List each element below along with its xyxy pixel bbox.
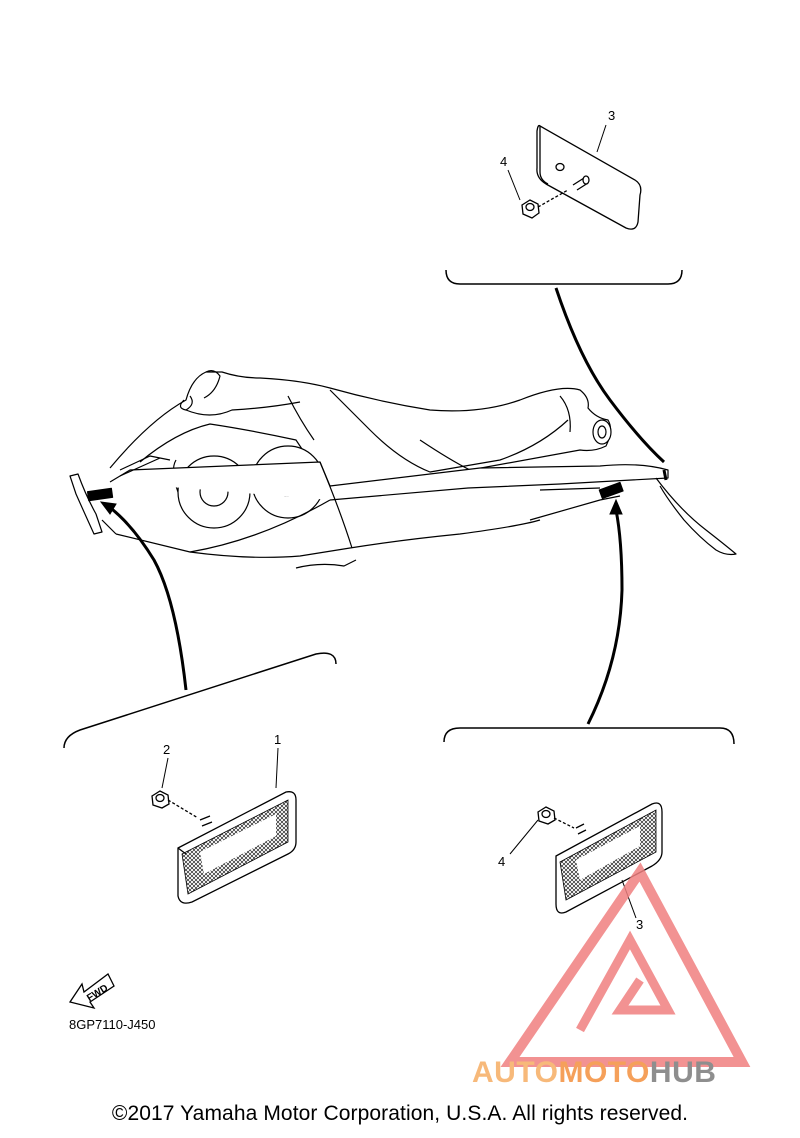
brand-hub: HUB (649, 1056, 717, 1089)
top-detail-group (445, 124, 683, 285)
copyright-text: ©2017 Yamaha Motor Corporation, U.S.A. A… (111, 1102, 689, 1125)
callout-top-reflector: 3 (608, 108, 615, 123)
callout-rear-reflector: 3 (636, 917, 643, 932)
top-nut (521, 189, 569, 219)
rear-detail-bracket (443, 727, 735, 745)
callout-front-nut: 2 (163, 742, 170, 757)
front-detail-group (63, 652, 337, 904)
callout-front-reflector: 1 (274, 732, 281, 747)
front-nut (151, 790, 213, 827)
connector-arrows (99, 287, 666, 725)
watermark-logo-icon (500, 862, 751, 1067)
front-detail-bracket (63, 652, 337, 749)
fwd-arrow-icon (68, 973, 115, 1010)
front-reflector (177, 791, 297, 904)
drawing-code: 8GP7110-J450 (69, 1017, 156, 1032)
rear-reflector-marker (598, 481, 624, 500)
top-detail-bracket (445, 269, 683, 285)
callout-top-nut: 4 (500, 154, 507, 169)
watermark-brand: AUTOMOTOHUB (472, 1056, 716, 1090)
rear-reflector (555, 802, 663, 914)
brand-moto: MOTO (558, 1056, 650, 1089)
callout-rear-nut: 4 (498, 854, 505, 869)
snowmobile-illustration (69, 370, 737, 569)
brand-auto: AUTO (472, 1056, 559, 1089)
rear-detail-group (443, 727, 735, 919)
front-reflector-marker (86, 487, 114, 502)
rear-nut (537, 806, 587, 835)
top-reflector (536, 124, 642, 230)
